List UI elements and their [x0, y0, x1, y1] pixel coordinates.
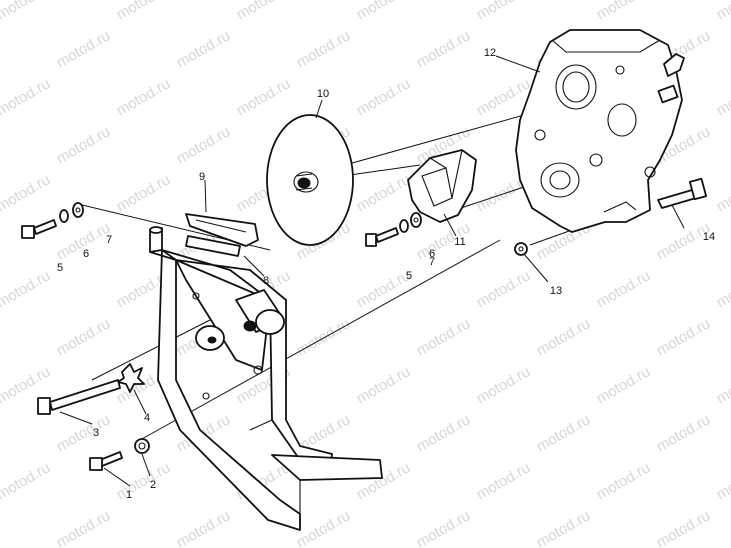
callout-2: 2 [150, 479, 156, 491]
watermark-text: motod.ru [174, 123, 234, 167]
watermark-text: motod.ru [54, 123, 114, 167]
watermark-text: motod.ru [414, 507, 474, 548]
watermark-text: motod.ru [114, 171, 174, 215]
watermark-text: motod.ru [0, 267, 53, 311]
callout-5-left: 5 [57, 262, 63, 274]
watermark-text: motod.ru [234, 0, 294, 23]
watermark-text: motod.ru [114, 0, 174, 23]
callout-11: 11 [454, 236, 465, 248]
watermark-text: motod.ru [0, 0, 53, 23]
watermark-text: motod.ru [0, 459, 53, 503]
watermark-text: motod.ru [474, 363, 534, 407]
nut-part-13 [514, 242, 528, 256]
watermark-text: motod.ru [414, 315, 474, 359]
watermark-text: motod.ru [714, 171, 731, 215]
callout-4: 4 [144, 412, 150, 424]
watermark-text: motod.ru [534, 507, 594, 548]
watermark-text: motod.ru [594, 0, 654, 23]
watermark-text: motod.ru [654, 507, 714, 548]
fasteners-middle [365, 212, 422, 247]
callout-10: 10 [317, 88, 329, 100]
watermark-text: motod.ru [474, 0, 534, 23]
watermark-text: motod.ru [54, 507, 114, 548]
watermark-text: motod.ru [654, 315, 714, 359]
watermark-text: motod.ru [594, 267, 654, 311]
callout-7-left: 7 [106, 234, 112, 246]
watermark-text: motod.ru [654, 411, 714, 455]
bushing [235, 289, 285, 335]
callout-6-middle: 6 [429, 248, 435, 260]
watermark-text: motod.ru [594, 459, 654, 503]
callout-6-left: 6 [83, 248, 89, 260]
callout-14: 14 [703, 231, 715, 243]
watermark-text: motod.ru [294, 315, 354, 359]
disc-part-10 [266, 114, 354, 246]
bolt-part-3 [37, 379, 121, 415]
plate-part-9 [185, 213, 259, 247]
shim-part-8 [185, 235, 241, 257]
star-washer-part-4 [117, 325, 225, 393]
watermark-text: motod.ru [594, 363, 654, 407]
watermark-text: motod.ru [414, 27, 474, 71]
watermark-text: motod.ru [534, 411, 594, 455]
callout-labels: 1 2 3 4 5 5 6 6 7 7 8 9 10 11 12 13 14 [57, 47, 715, 501]
callout-13: 13 [550, 285, 562, 297]
watermark-text: motod.ru [234, 75, 294, 119]
fasteners-lower [89, 438, 150, 471]
watermark-text: motod.ru [54, 315, 114, 359]
watermark-text: motod.ru [54, 411, 114, 455]
gearcase-part-12 [515, 29, 685, 233]
callout-12: 12 [484, 47, 496, 59]
callout-stubs [59, 55, 685, 487]
callout-9: 9 [199, 171, 205, 183]
watermark-text: motod.ru [354, 0, 414, 23]
watermark-text: motod.ru [714, 75, 731, 119]
watermark-text: motod.ru [114, 75, 174, 119]
watermark-text: motod.ru [354, 75, 414, 119]
bracket-part-11 [407, 149, 477, 223]
callout-5-middle: 5 [406, 270, 412, 282]
watermark-text: motod.ru [0, 171, 53, 215]
watermark-text: motod.ru [414, 411, 474, 455]
watermark-text: motod.ru [714, 363, 731, 407]
fasteners-upper-left [21, 202, 84, 239]
watermark-text: motod.ru [294, 507, 354, 548]
watermark-text: motod.ru [534, 315, 594, 359]
callout-8: 8 [263, 275, 269, 287]
watermark-text: motod.ru [0, 75, 53, 119]
frame-assembly [149, 226, 383, 531]
callout-1: 1 [126, 489, 132, 501]
watermark-text: motod.ru [474, 267, 534, 311]
watermark-text: motod.ru [354, 171, 414, 215]
watermark-text: motod.ru [174, 27, 234, 71]
watermark-text: motod.ru [354, 363, 414, 407]
watermark-text: motod.ru [714, 267, 731, 311]
watermark-text: motod.ru [714, 0, 731, 23]
watermark-text: motod.ru [294, 27, 354, 71]
watermark-text: motod.ru [54, 27, 114, 71]
callout-3: 3 [93, 427, 99, 439]
bolt-part-14 [657, 177, 708, 209]
watermark-text: motod.ru [714, 459, 731, 503]
callout-7-middle: 7 [429, 256, 435, 268]
watermark-text: motod.ru [474, 459, 534, 503]
watermark-text: motod.ru [174, 507, 234, 548]
